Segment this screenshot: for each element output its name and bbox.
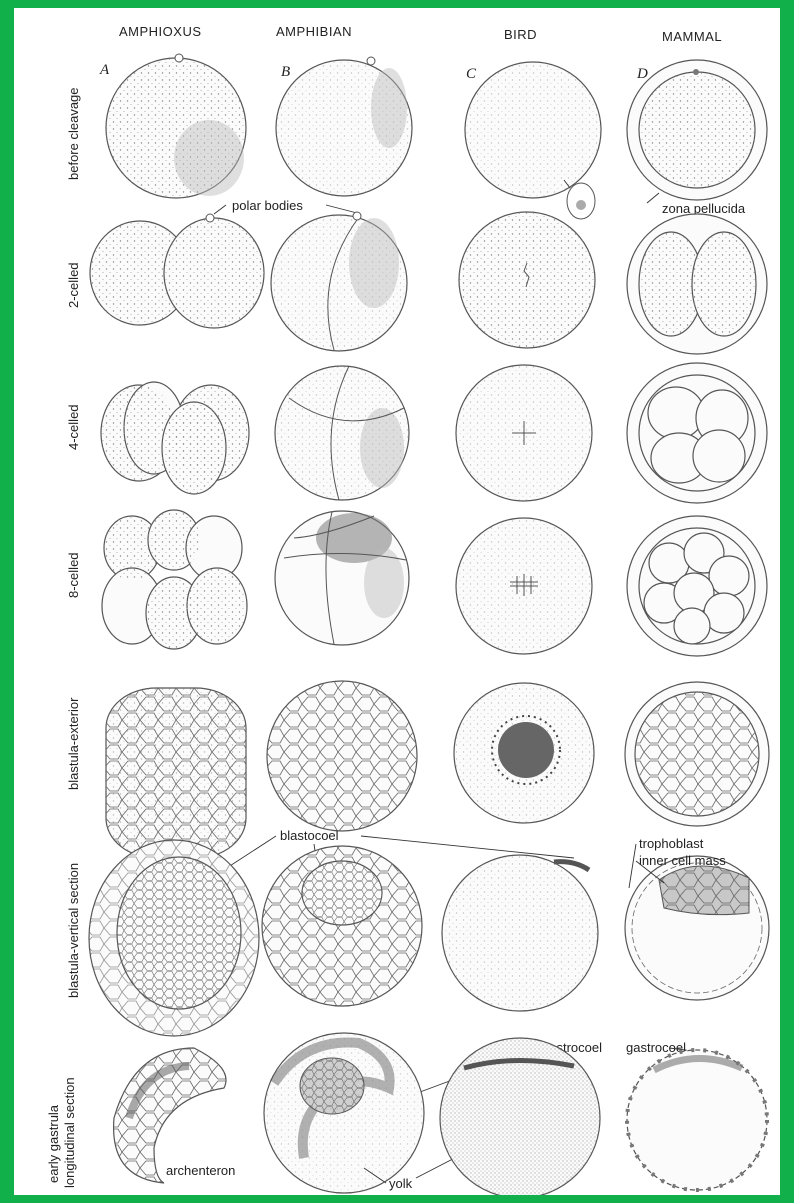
column-letter-b: B [281, 64, 290, 80]
polar-bodies-leader-left [214, 205, 226, 214]
mammal-gastrula-section [627, 1050, 767, 1190]
column-header-amphibian: AMPHIBIAN [276, 24, 352, 39]
trophoblast-label: trophoblast [639, 836, 704, 851]
row-label-early-gastrula: early gastrula [46, 1104, 61, 1183]
mammal-blastula-section [625, 856, 769, 1000]
mammal-2-celled [627, 214, 767, 354]
mammal-egg [627, 60, 767, 200]
trophoblast-leader [629, 844, 636, 888]
column-letter-c: C [466, 66, 477, 82]
amphibian-egg [276, 57, 412, 196]
column-header-bird: BIRD [504, 27, 537, 42]
bird-8-celled [456, 518, 592, 654]
row-label-8-celled: 8-celled [66, 552, 81, 598]
row-label-2-celled: 2-celled [66, 262, 81, 308]
amphibian-2-celled [271, 212, 407, 351]
amphibian-blastula-exterior [267, 681, 417, 831]
column-letter-a: A [99, 62, 110, 78]
bird-gastrula-section [440, 1038, 600, 1195]
blastocoel-leader-bird [361, 836, 574, 858]
column-letter-d: D [636, 66, 648, 82]
gastrocoel-label-mammal: gastrocoel [626, 1040, 686, 1055]
amphioxus-8-celled [102, 510, 247, 649]
column-header-mammal: MAMMAL [662, 29, 722, 44]
amphioxus-egg [106, 54, 246, 198]
row-label-4-celled: 4-celled [66, 404, 81, 450]
inner-cell-mass-label: inner cell mass [639, 853, 726, 868]
amphioxus-blastula-section [89, 840, 259, 1036]
amphibian-8-celled [275, 511, 409, 645]
mammal-4-celled [627, 363, 767, 503]
polar-bodies-label: polar bodies [232, 198, 303, 213]
amphibian-4-celled [275, 366, 409, 500]
bird-2-celled [459, 212, 595, 348]
amphioxus-4-celled [101, 382, 249, 494]
embryo-cleavage-diagram: AMPHIOXUS AMPHIBIAN BIRD MAMMAL A B C D … [14, 8, 780, 1195]
bird-4-celled [456, 365, 592, 501]
row-label-blastula-exterior: blastula-exterior [66, 697, 81, 790]
row-label-blastula-vertical-section: blastula-vertical section [66, 863, 81, 998]
row-label-longitudinal-section: longitudinal section [62, 1077, 77, 1188]
amphioxus-blastula-exterior [106, 688, 246, 858]
archenteron-label: archenteron [166, 1163, 235, 1178]
polar-bodies-leader-right [326, 205, 357, 213]
amphibian-gastrula-section [264, 1033, 424, 1193]
row-label-before-cleavage: before cleavage [66, 87, 81, 180]
column-header-amphioxus: AMPHIOXUS [119, 24, 202, 39]
zona-pellucida-leader [647, 193, 659, 203]
bird-blastula-exterior [454, 683, 594, 823]
mammal-blastula-exterior [625, 682, 769, 826]
bird-egg [465, 62, 601, 219]
blastocoel-label: blastocoel [280, 828, 339, 843]
amphibian-blastula-section [262, 846, 422, 1006]
mammal-8-celled [627, 516, 767, 656]
yolk-label: yolk [389, 1176, 413, 1191]
figure-frame: AMPHIOXUS AMPHIBIAN BIRD MAMMAL A B C D … [14, 8, 780, 1195]
bird-blastula-section [442, 855, 598, 1011]
amphioxus-2-celled [90, 214, 264, 328]
